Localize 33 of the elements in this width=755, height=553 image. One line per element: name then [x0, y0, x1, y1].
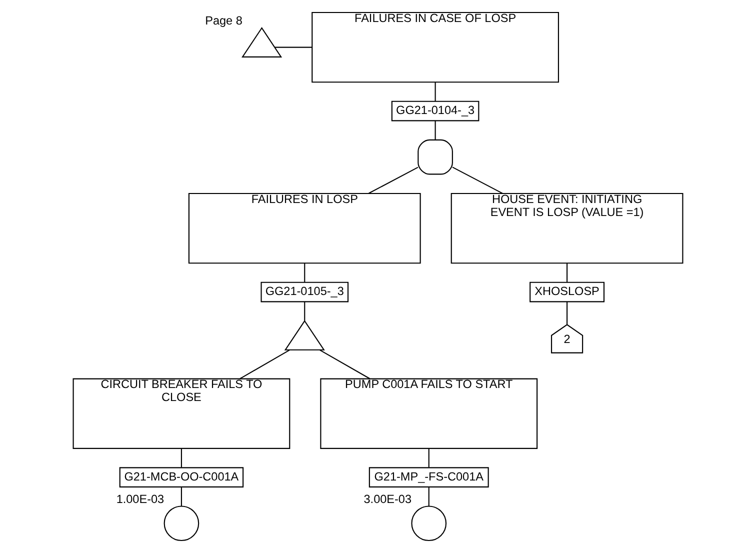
node-box: CIRCUIT BREAKER FAILS TO CLOSE [72, 378, 290, 449]
connector [452, 166, 502, 194]
connector [304, 302, 305, 321]
connector [319, 350, 370, 380]
node-box: G21-MP_-FS-C001A [368, 467, 488, 488]
node-box: G21-MCB-OO-C001A [118, 467, 244, 488]
node-box: HOUSE EVENT: INITIATING EVENT IS LOSP (VALUE =1) [450, 192, 683, 264]
connector [239, 350, 290, 380]
node-gate [417, 139, 452, 175]
node-label: 3.00E-03 [363, 492, 412, 506]
node-circle [163, 506, 199, 542]
node-triangle [241, 27, 282, 58]
node-label: Page 8 [204, 14, 242, 28]
connector [434, 82, 436, 102]
node-circle [410, 506, 446, 542]
node-label: 1.00E-03 [116, 492, 164, 506]
connector [368, 166, 418, 194]
node-box: GG21-0105-_3 [260, 282, 348, 302]
node-box: XHOSLOSP [529, 282, 604, 302]
node-box: FAILURES IN LOSP [188, 192, 420, 264]
connector [274, 46, 312, 48]
node-box: GG21-0104-_3 [390, 100, 479, 122]
node-gate [284, 320, 324, 350]
connector [428, 487, 429, 506]
node-box: FAILURES IN CASE OF LOSP [311, 12, 558, 83]
connector [428, 448, 429, 468]
node-box: PUMP C001A FAILS TO START [320, 378, 538, 449]
connector [180, 487, 182, 506]
connector [304, 263, 305, 282]
connector [566, 263, 568, 282]
connector [566, 302, 568, 324]
connector [434, 120, 436, 140]
connector [180, 448, 182, 468]
